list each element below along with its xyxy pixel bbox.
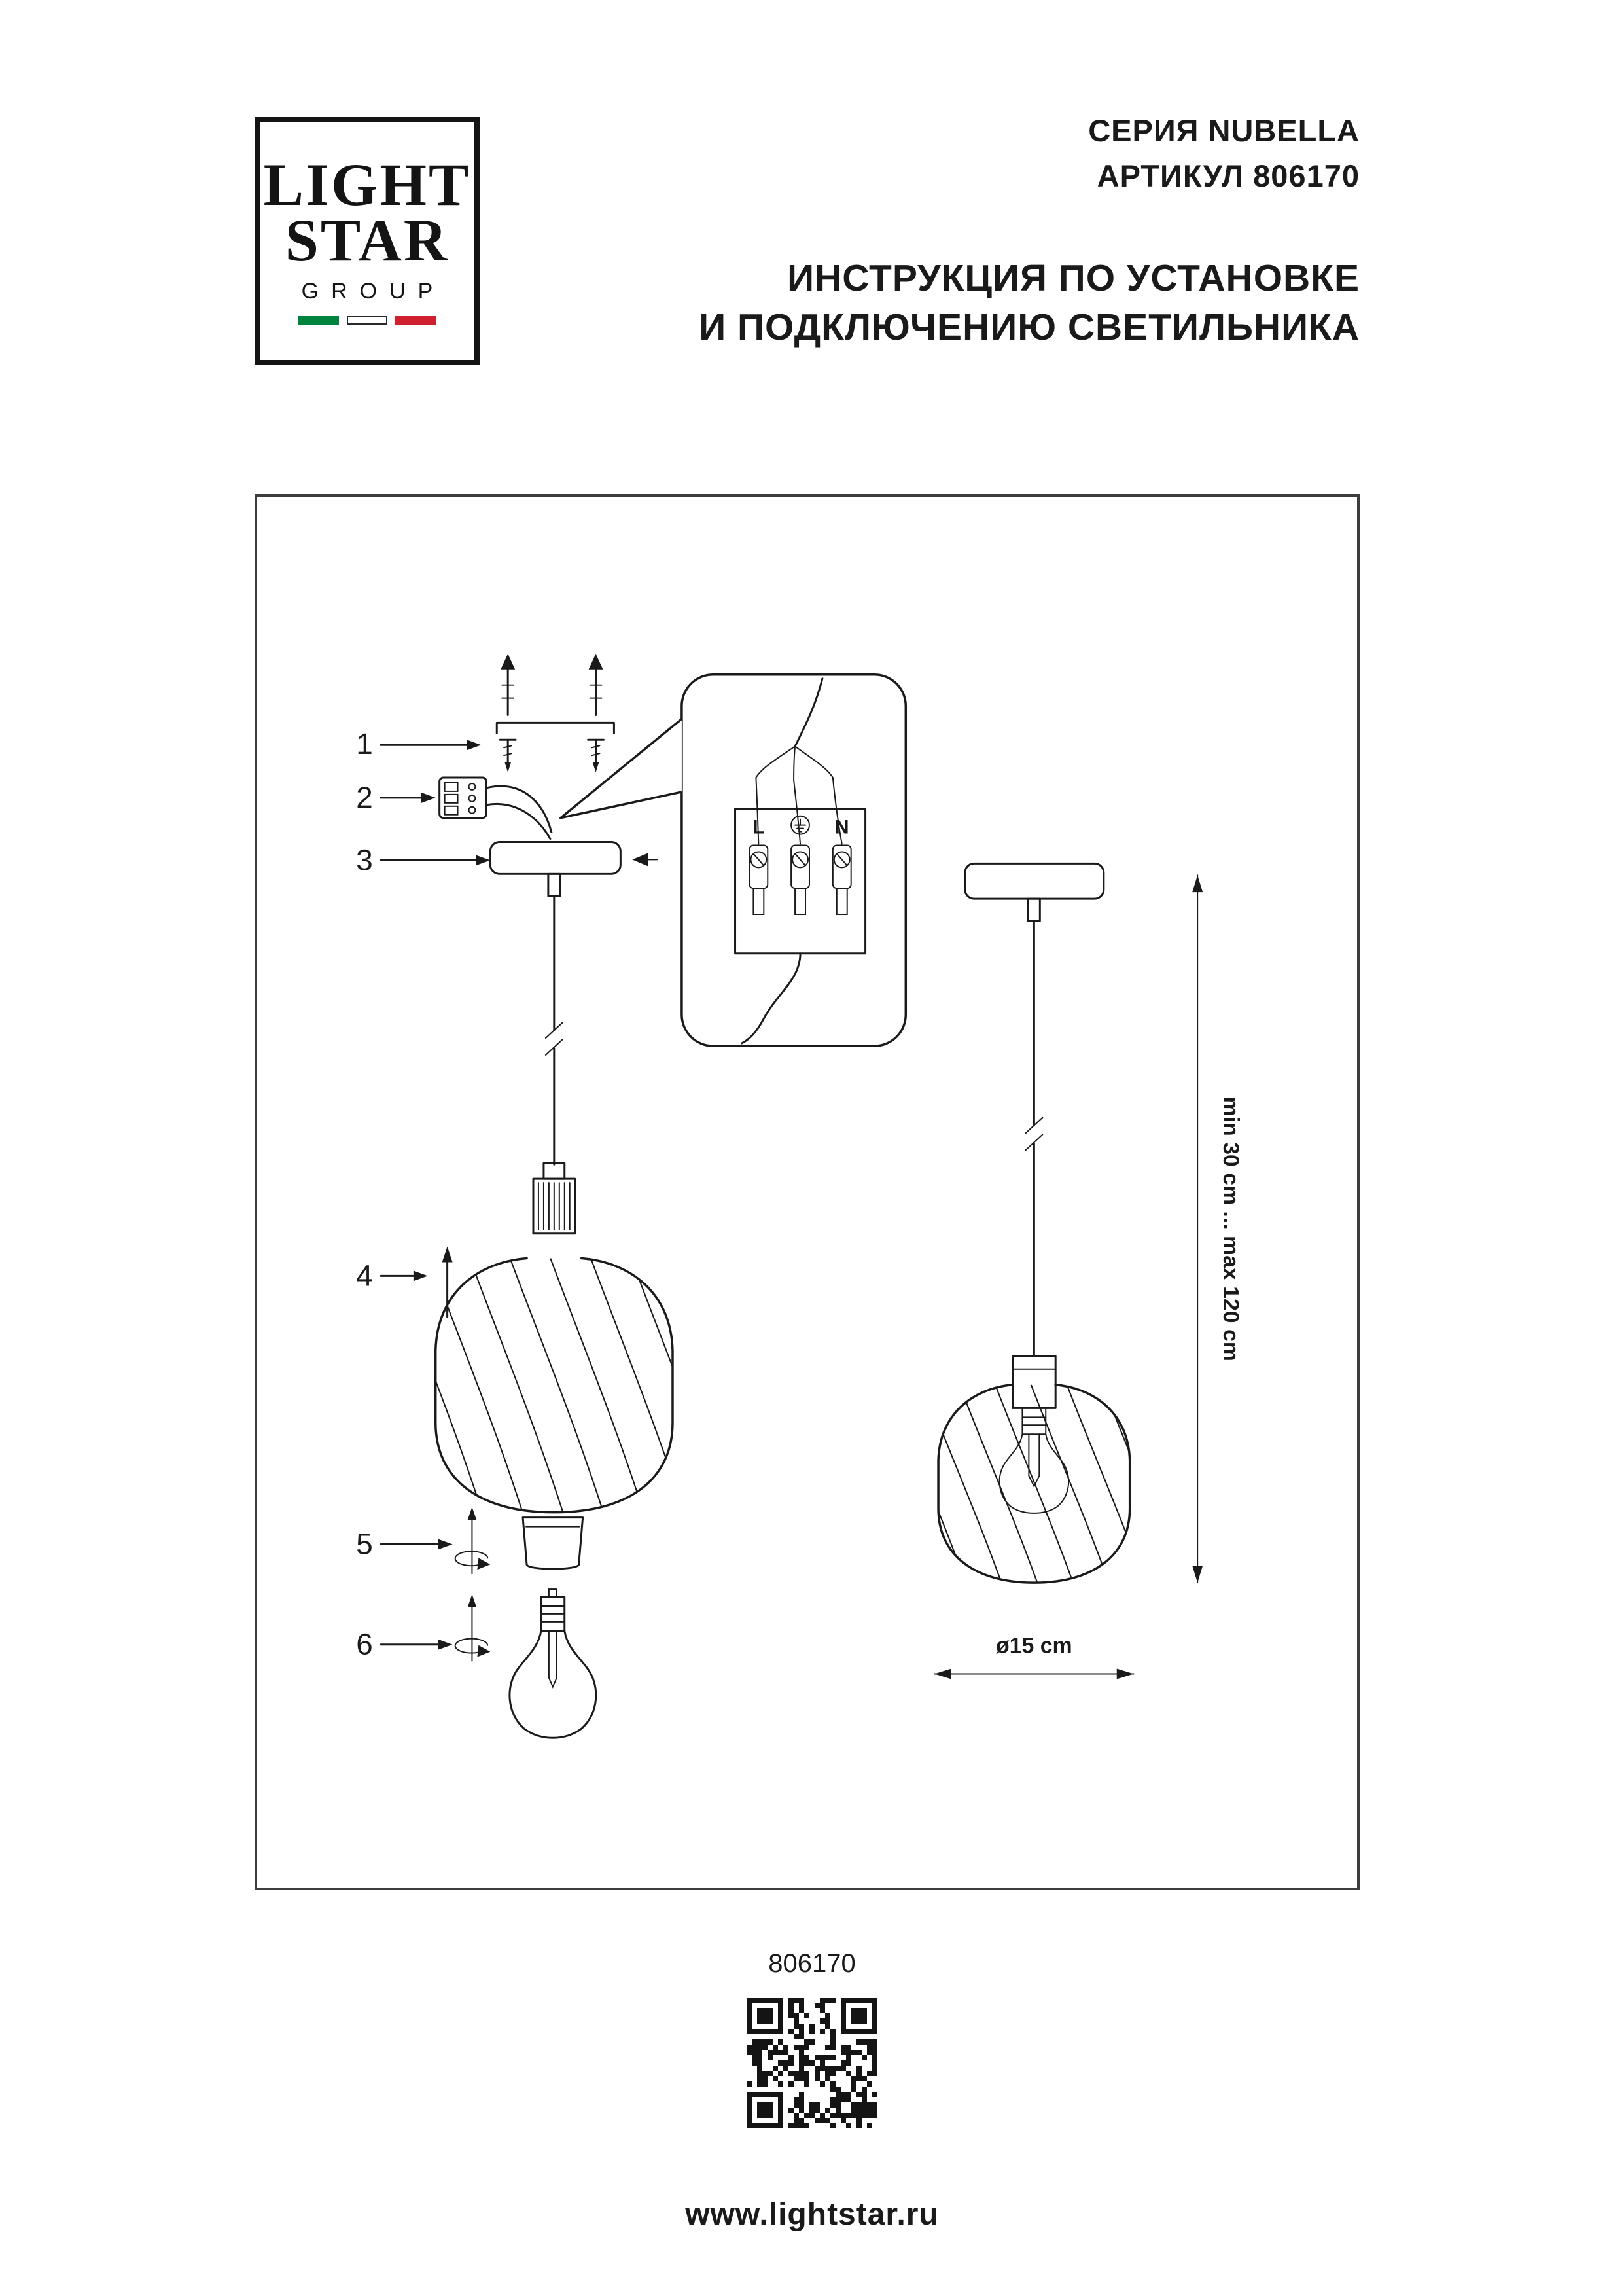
flag-bar-red	[395, 315, 436, 325]
vertical-dimension: min 30 cm ... max 120 cm	[1192, 874, 1243, 1584]
step-3-number: 3	[356, 843, 372, 876]
qr-code-image	[747, 1998, 877, 2128]
light-bulb	[454, 1588, 597, 1739]
suspension-wire-left	[544, 895, 563, 1166]
diagram-svg: 1 2	[356, 653, 1243, 1739]
italian-flag-icon	[298, 315, 436, 325]
height-dimension-label: min 30 cm ... max 120 cm	[1218, 1097, 1243, 1361]
socket-ring	[454, 1507, 584, 1575]
horizontal-dimension: ø15 cm	[934, 1634, 1135, 1679]
lamp-socket-left	[532, 1162, 576, 1235]
step-4-number: 4	[356, 1259, 372, 1292]
lightstar-logo: LIGHT STAR GROUP	[255, 117, 480, 365]
flag-bar-green	[298, 315, 339, 325]
terminal-connector	[438, 776, 553, 840]
title-line-1: ИНСТРУКЦИЯ ПО УСТАНОВКЕ	[787, 257, 1360, 299]
terminal-n-label: N	[835, 817, 849, 838]
canopy-right	[964, 862, 1105, 900]
page-title: ИНСТРУКЦИЯ ПО УСТАНОВКЕ И ПОДКЛЮЧЕНИЮ СВ…	[699, 254, 1360, 352]
step-1-number: 1	[356, 727, 372, 761]
diameter-dimension-label: ø15 cm	[996, 1634, 1072, 1659]
earth-icon	[790, 815, 810, 835]
step-5-number: 5	[356, 1527, 372, 1560]
installation-diagram: 1 2	[255, 494, 1360, 1890]
qr-code	[747, 1998, 877, 2128]
header: СЕРИЯ NUBELLA АРТИКУЛ 806170 ИНСТРУКЦИЯ …	[699, 113, 1360, 352]
title-line-2: И ПОДКЛЮЧЕНИЮ СВЕТИЛЬНИКА	[699, 306, 1360, 349]
logo-text-star: STAR	[285, 207, 450, 274]
terminal-screws	[749, 844, 852, 916]
step-4-label: 4	[356, 1246, 453, 1318]
right-assembled-view: min 30 cm ... max 120 cm ø15 cm	[934, 862, 1243, 1679]
logo-text-light: LIGHT	[263, 151, 471, 219]
wiring-callout: L N	[559, 673, 908, 1047]
flag-bar-white	[347, 315, 387, 325]
canopy-left	[489, 841, 658, 897]
article-number: АРТИКУЛ 806170	[1097, 158, 1360, 193]
logo-text-group: GROUP	[301, 278, 446, 304]
left-exploded-view: 1 2	[356, 653, 674, 1739]
bulb-inside-shade	[998, 1407, 1070, 1514]
website-url: www.lightstar.ru	[685, 2197, 939, 2232]
glass-shade-left	[434, 1257, 674, 1514]
glass-shade-right	[937, 1383, 1131, 1584]
step-5-label: 5	[356, 1527, 453, 1560]
lamp-socket-right	[1012, 1355, 1057, 1409]
step-2-number: 2	[356, 781, 372, 814]
terminal-l-label: L	[752, 817, 764, 838]
step-6-number: 6	[356, 1628, 372, 1661]
step-2-label: 2	[356, 781, 436, 814]
step-1-label: 1	[356, 727, 482, 761]
series-name: СЕРИЯ NUBELLA	[1088, 113, 1360, 148]
mounting-hardware	[495, 653, 615, 773]
step-3-label: 3	[356, 843, 491, 876]
step-6-label: 6	[356, 1628, 453, 1661]
footer-article-number: 806170	[768, 1949, 856, 1978]
